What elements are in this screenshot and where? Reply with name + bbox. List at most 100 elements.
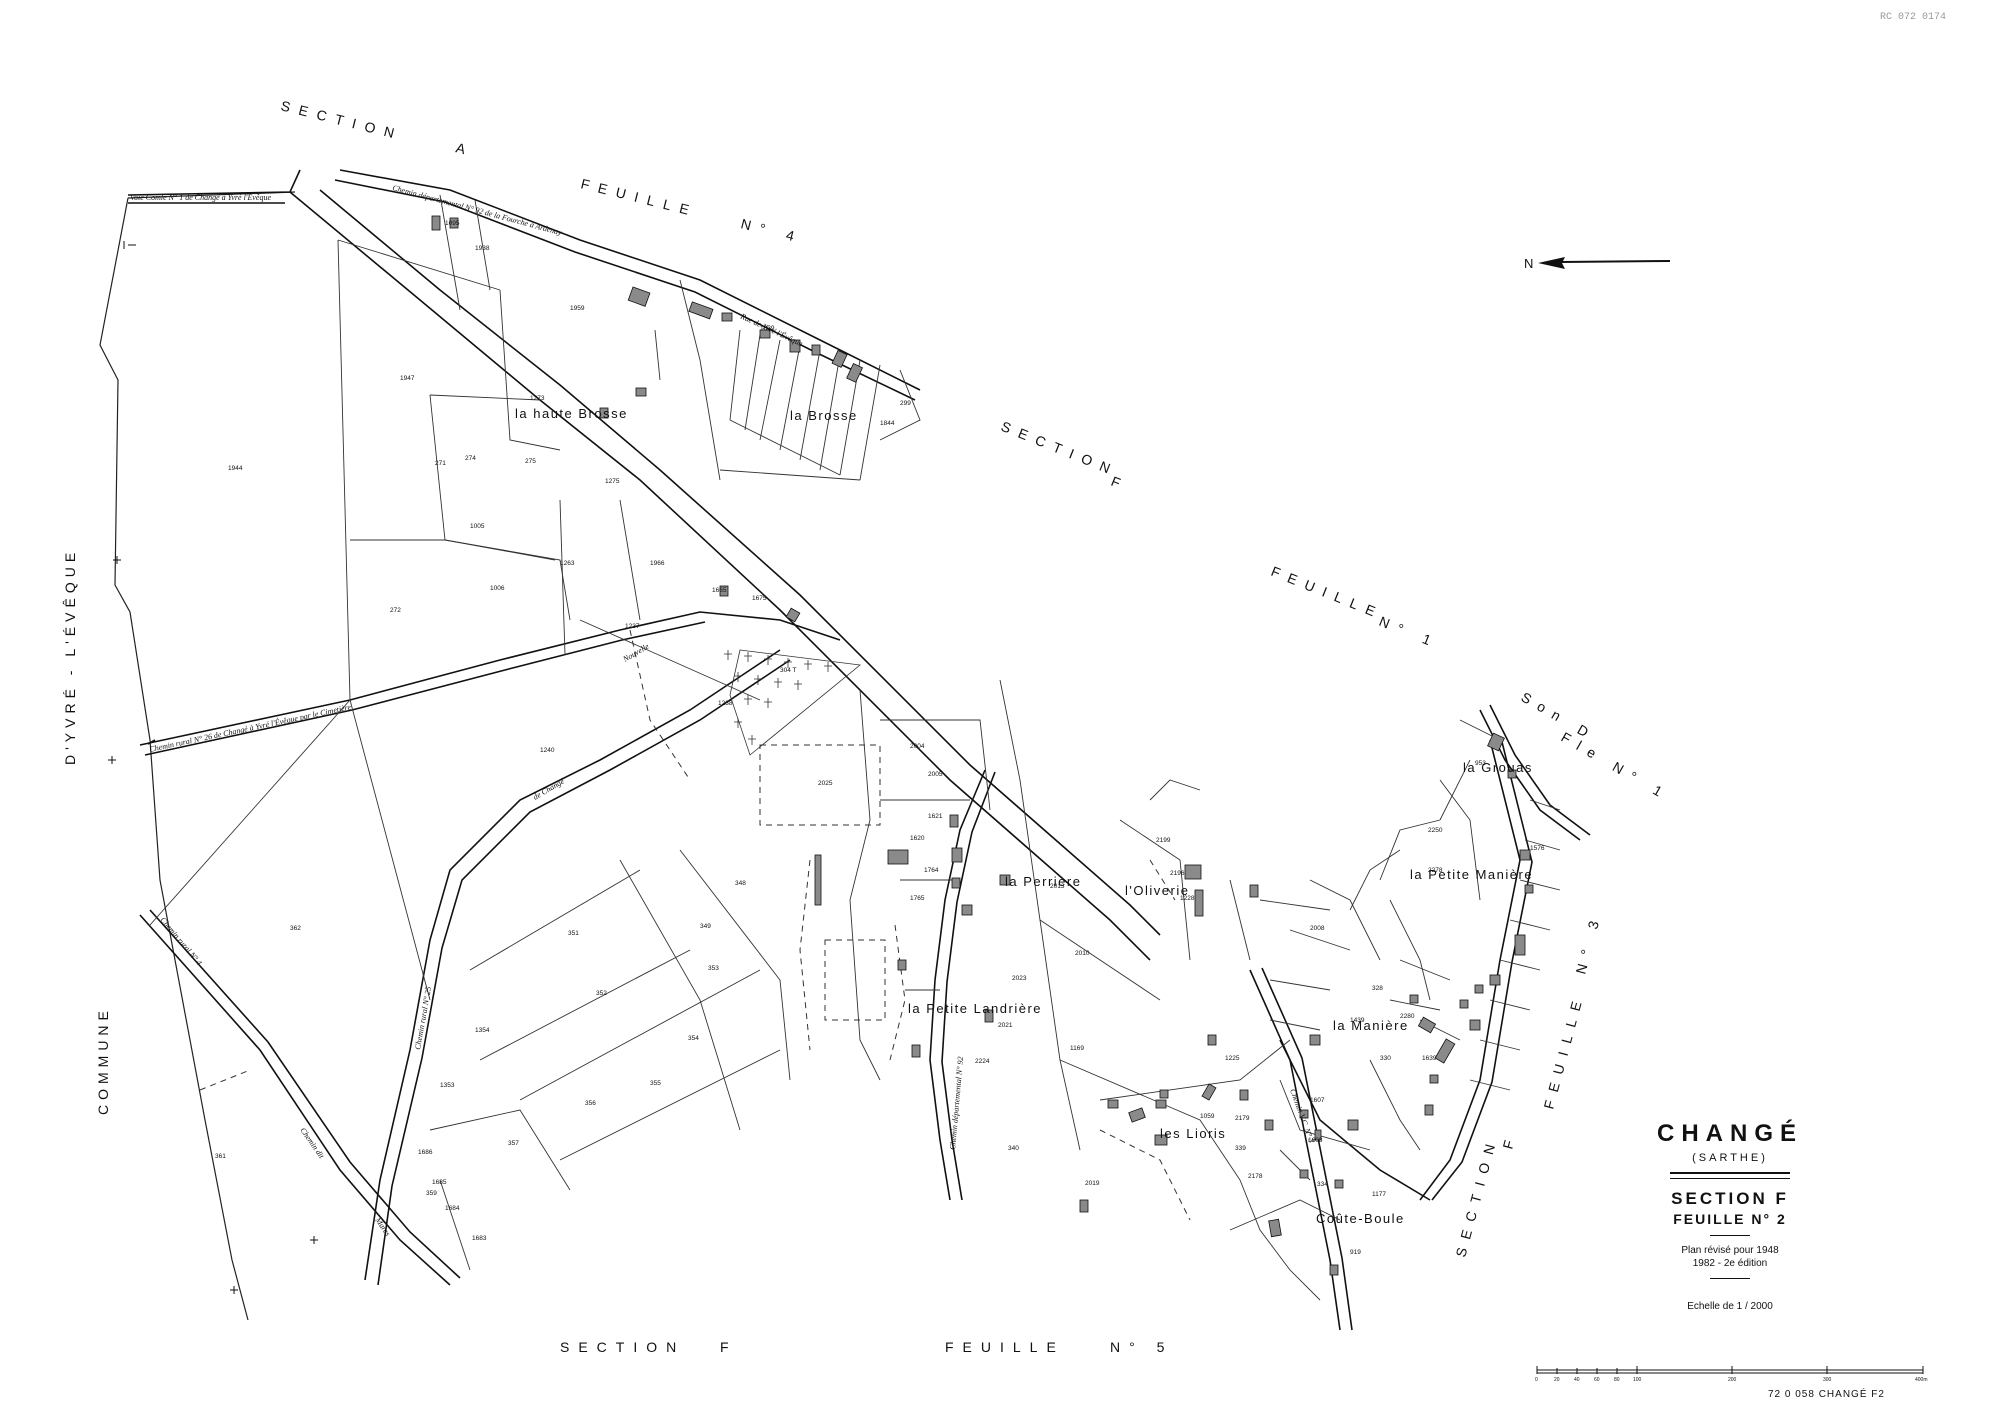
parcel-label: 1683 (472, 1235, 487, 1242)
parcel-label: 359 (426, 1190, 437, 1197)
parcel-label: 1006 (490, 585, 505, 592)
parcel-label: 1764 (924, 867, 939, 874)
parcel-label: 2179 (1235, 1115, 1250, 1122)
parcel-label: 349 (700, 923, 711, 930)
parcel-label: 2280 (1400, 1013, 1415, 1020)
place-haute-brosse: la haute Brosse (515, 406, 628, 421)
place-grouas: la Grouas (1463, 760, 1533, 775)
parcel-label: 1844 (880, 420, 895, 427)
parcel-label: 2196 (1170, 870, 1185, 877)
parcel-label: 1685 (432, 1179, 447, 1186)
parcel-label: 1947 (400, 375, 415, 382)
scale-tick: 20 (1554, 1377, 1560, 1383)
parcel-label: 1005 (470, 523, 485, 530)
sheet-code: 72 0 058 CHANGÉ F2 (1768, 1389, 1885, 1400)
parcel-lines (149, 194, 1561, 1301)
parcel-label: 352 (596, 990, 607, 997)
parcel-label: 1354 (475, 1027, 490, 1034)
right-no-label: N° 1 (1377, 613, 1442, 652)
parcel-label: 2010 (1075, 950, 1090, 957)
parcel-label: 1169 (1070, 1045, 1084, 1052)
roads (127, 169, 1591, 1331)
legend-sheet: FEUILLE N° 2 (1673, 1211, 1787, 1227)
road-cr26: Chemin rural N° 26 de Changé à Yvré l'Év… (148, 701, 352, 754)
legend-divider (1710, 1235, 1750, 1236)
parcel-label: 339 (1235, 1145, 1246, 1152)
east-feuille-label: FEUILLE (1540, 991, 1586, 1111)
parcel-label: 356 (585, 1100, 596, 1107)
parcel-label: 1439 (1350, 1017, 1365, 1024)
place-brosse: la Brosse (790, 408, 858, 423)
right-section-label: SECTION (999, 418, 1121, 480)
parcel-label: 1059 (1200, 1113, 1215, 1120)
road-change: de Changé (532, 776, 567, 801)
corner-reference: RC 072 0174 (1880, 12, 1947, 23)
section-labels: SECTION A FEUILLE N° 4 SECTION F FEUILLE… (62, 97, 1673, 1355)
commune-boundary (99, 191, 296, 1321)
place-names: la haute Brosse la Brosse la Perrière l'… (515, 406, 1533, 1226)
parcel-label: 275 (525, 458, 536, 465)
west-commune-label: COMMUNE (95, 1006, 111, 1115)
parcel-label: 1177 (1372, 1191, 1386, 1198)
parcel-label: 1959 (570, 305, 585, 312)
legend-section: SECTION F (1671, 1189, 1789, 1208)
boundary-marks (108, 241, 318, 1294)
parcel-label: 1765 (910, 895, 925, 902)
west-yvre-label: D'YVRÉ - L'ÉVÊQUE (62, 548, 78, 765)
parcel-label: 2278 (1428, 867, 1443, 874)
bottom-feuille-label: FEUILLE (945, 1339, 1065, 1355)
road-cd2: Chemin départemental N° 92 (948, 1056, 965, 1150)
parcel-label: 2019 (1085, 1180, 1100, 1187)
place-coute-boule: Coûte-Boule (1316, 1211, 1405, 1226)
parcel-label: 919 (1350, 1249, 1361, 1256)
parcel-label: 1095 (445, 220, 460, 227)
parcel-label: 1684 (445, 1205, 460, 1212)
legend-department: (SARTHE) (1692, 1152, 1768, 1164)
parcel-label: 334 (1317, 1181, 1328, 1188)
parcel-label: 1273 (530, 395, 545, 402)
parcel-label: 362 (290, 925, 301, 932)
parcel-label: 1353 (440, 1082, 455, 1089)
buildings (431, 215, 1534, 1276)
parcel-label: 271 (435, 460, 446, 467)
right-feuille-label: FEUILLE (1269, 563, 1386, 623)
place-petite-maniere: la Petite Manière (1410, 867, 1533, 882)
parcel-label: 1275 (605, 478, 620, 485)
parcel-label: 1675 (752, 595, 767, 602)
bottom-section-label: SECTION (560, 1339, 685, 1355)
parcel-label: 328 (1372, 985, 1383, 992)
right-f-label: F (1109, 473, 1131, 494)
scale-tick: 0 (1535, 1377, 1538, 1383)
scale-tick: 80 (1614, 1377, 1620, 1383)
parcel-label: 1686 (418, 1149, 433, 1156)
cemetery-crosses (724, 649, 861, 756)
road-cd: Chemin départemental N° 92 de la Fourche… (391, 183, 563, 237)
road-cr4: Chemin rural N° 4 (158, 916, 203, 968)
top-feuille-label: FEUILLE (579, 175, 699, 220)
parcel-label: 2021 (998, 1022, 1013, 1029)
parcel-label: 2178 (1248, 1173, 1263, 1180)
parcel-label: 1938 (475, 245, 490, 252)
legend-commune: CHANGÉ (1656, 1120, 1803, 1147)
top-no-label: N° 4 (739, 215, 804, 246)
north-arrow: N (1524, 256, 1671, 271)
parcel-label: 348 (735, 880, 746, 887)
parcel-label: 2008 (1310, 925, 1325, 932)
parcel-label: 361 (215, 1153, 226, 1160)
parcel-label: 330 (1380, 1055, 1391, 1062)
parcel-label: 299 (900, 400, 911, 407)
road-vc1: Voie Comle N° 1 de Changé à Yvré l'Évêqu… (130, 192, 271, 202)
parcel-numbers: 1944 1947 1959 1095 1938 1273 271 274 27… (215, 220, 1545, 1256)
parcel-label: 351 (568, 930, 579, 937)
parcel-label: 274 (465, 455, 476, 462)
parcel-label: 1665 (712, 587, 727, 594)
parcel-label: 1944 (228, 465, 243, 472)
sd-feuille-label: Fle N° 1 (1559, 729, 1673, 804)
parcel-label: 2224 (975, 1058, 990, 1065)
parcel-label: 1237 (625, 623, 640, 630)
place-petite-landriere: la Petite Landrière (908, 1001, 1042, 1016)
parcel-label: 340 (1008, 1145, 1019, 1152)
north-label: N (1524, 256, 1535, 271)
place-maniere: la Manière (1333, 1018, 1409, 1033)
section-a-letter: A (454, 139, 476, 159)
